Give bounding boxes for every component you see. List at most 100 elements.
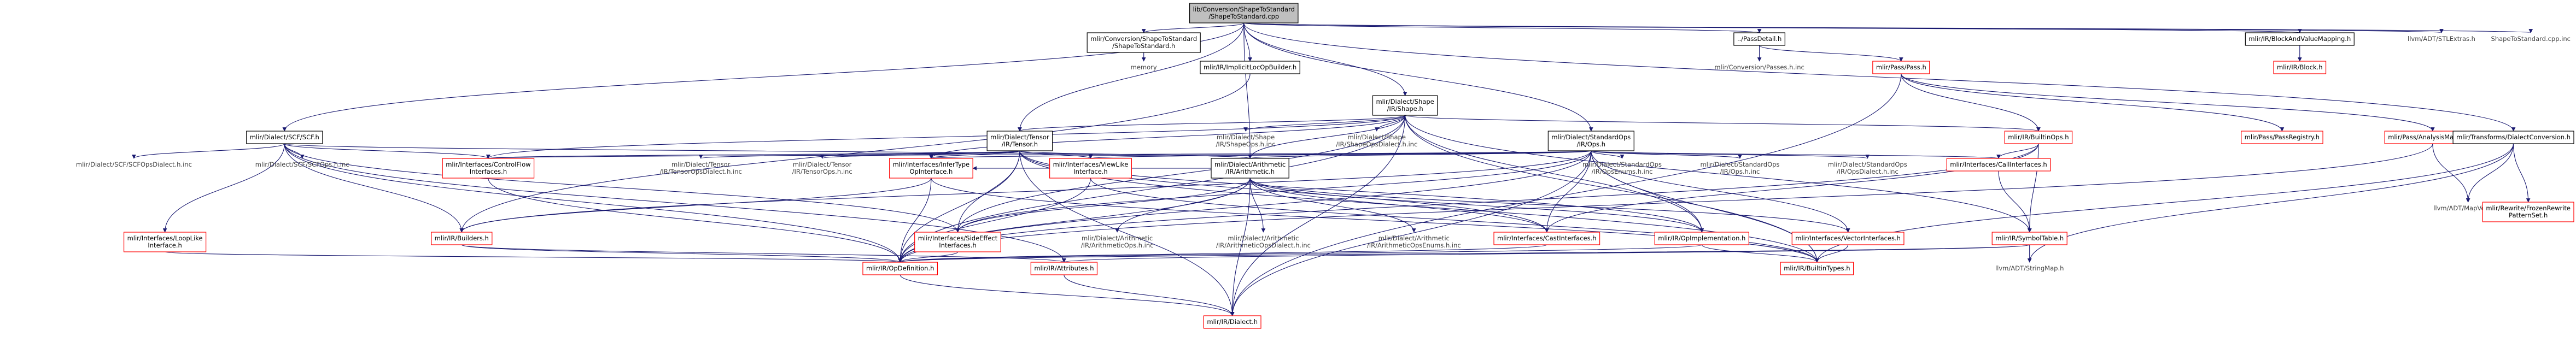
node-builtinops[interactable]: mlir/IR/BuiltinOps.h	[2004, 131, 2073, 144]
node-label-line: mlir/Dialect/StandardOps	[1700, 161, 1779, 168]
node-label-line: mlir/IR/BlockAndValueMapping.h	[2248, 35, 2351, 43]
edge-root-to-stdops	[1243, 22, 1593, 132]
edge-shape-to-controlflow	[486, 115, 1406, 159]
node-box	[914, 232, 1001, 252]
node-stdopsinc: mlir/Dialect/StandardOps/IR/Ops.h.inc	[1700, 161, 1779, 175]
node-box	[442, 158, 535, 179]
node-root[interactable]: lib/Conversion/ShapeToStandard/ShapeToSt…	[1189, 3, 1299, 23]
node-blockvalue[interactable]: mlir/IR/BlockAndValueMapping.h	[2245, 32, 2355, 46]
edge-shape-to-symboltable	[1405, 115, 2032, 233]
edge-tensor-to-controlflow	[487, 150, 1020, 159]
node-label-line: mlir/Interfaces/InferType	[893, 161, 970, 168]
node-label-line: memory	[1131, 63, 1157, 71]
edge-scf-to-looplike	[162, 143, 285, 233]
node-implicitloc[interactable]: mlir/IR/ImplicitLocOpBuilder.h	[1200, 61, 1300, 74]
node-pass[interactable]: mlir/Pass/Pass.h	[1872, 61, 1930, 74]
edge-builders-to-opdefinition	[461, 244, 902, 263]
node-label-line: mlir/IR/Dialect.h	[1207, 318, 1258, 326]
node-arithopsenums: mlir/Dialect/Arithmetic/IR/ArithmeticOps…	[1367, 234, 1461, 249]
node-callinterfaces[interactable]: mlir/Interfaces/CallInterfaces.h	[1946, 158, 2051, 172]
node-label-line: mlir/Interfaces/SideEffect	[918, 234, 998, 242]
node-passdetail[interactable]: ../PassDetail.h	[1733, 32, 1785, 46]
node-shape[interactable]: mlir/Dialect/Shape/IR/Shape.h	[1372, 95, 1438, 116]
node-scfops: mlir/Dialect/SCF/SCFOps.h.inc	[255, 161, 349, 168]
node-box	[246, 131, 323, 144]
node-label-line: mlir/Dialect/Arithmetic	[1214, 161, 1286, 168]
node-stdopsenums: mlir/Dialect/StandardOps/IR/OpsEnums.h.i…	[1582, 161, 1662, 175]
node-builtintypes[interactable]: mlir/IR/BuiltinTypes.h	[1780, 262, 1854, 275]
edge-shape-to-builtinops	[1405, 115, 2041, 132]
node-opdefinition[interactable]: mlir/IR/OpDefinition.h	[862, 262, 938, 275]
node-label-line: llvm/ADT/StringMap.h	[1995, 264, 2064, 272]
edge-controlflow-to-opdefinition	[488, 178, 902, 263]
node-dialect[interactable]: mlir/IR/Dialect.h	[1203, 315, 1261, 329]
node-castinterfaces[interactable]: mlir/Interfaces/CastInterfaces.h	[1493, 232, 1600, 245]
edge-vectorinterfaces-to-builtintypes	[1815, 244, 1849, 263]
edge-dialectconv-to-mapvector	[2466, 143, 2514, 203]
edge-shape-to-sideeffect	[955, 115, 1406, 233]
edge-stdops-to-castinterfaces	[1544, 150, 1592, 233]
edge-root-to-stdcppinc	[1243, 22, 2532, 33]
node-label-line: /ShapeToStandard.cpp	[1208, 13, 1279, 20]
node-stdops[interactable]: mlir/Dialect/StandardOps/IR/Ops.h	[1547, 131, 1634, 151]
node-stdopsdialect: mlir/Dialect/StandardOps/IR/OpsDialect.h…	[1828, 161, 1907, 175]
node-label-line: ../PassDetail.h	[1737, 35, 1781, 43]
node-label-line: mlir/Interfaces/VectorInterfaces.h	[1795, 234, 1901, 242]
node-symboltable[interactable]: mlir/IR/SymbolTable.h	[1991, 232, 2067, 245]
edge-stdops-to-stdopsenums	[1591, 150, 1625, 159]
edge-infertype-to-builtintypes	[931, 178, 1819, 263]
node-scf[interactable]: mlir/Dialect/SCF/SCF.h	[246, 131, 323, 144]
node-opimpl[interactable]: mlir/IR/OpImplementation.h	[1654, 232, 1749, 245]
node-dialectconv[interactable]: mlir/Transforms/DialectConversion.h	[2452, 131, 2574, 144]
edge-dialectconv-to-builtintypes	[1815, 143, 2514, 263]
node-label-line: mlir/Interfaces/ViewLike	[1053, 161, 1129, 168]
edge-tensor-to-arith	[1019, 150, 1252, 159]
node-box	[1030, 262, 1098, 275]
node-arith[interactable]: mlir/Dialect/Arithmetic/IR/Arithmetic.h	[1211, 158, 1289, 179]
edge-dialectconv-to-stringmap	[2027, 143, 2514, 263]
node-stdconv[interactable]: mlir/Conversion/ShapeToStandard/ShapeToS…	[1087, 32, 1201, 53]
edge-root-to-arith	[1243, 22, 1252, 159]
node-label-line: lib/Conversion/ShapeToStandard	[1193, 5, 1295, 13]
node-tensor[interactable]: mlir/Dialect/Tensor/IR/Tensor.h	[986, 131, 1053, 151]
edge-arith-to-arithopsdialect	[1249, 178, 1266, 233]
edge-implicitloc-to-builders	[459, 73, 1251, 233]
node-label-line: /IR/ArithmeticOpsEnums.h.inc	[1367, 241, 1461, 249]
edge-arith-to-arithopsenums	[1249, 178, 1416, 233]
node-label-line: mlir/Pass/PassRegistry.h	[2245, 133, 2320, 141]
node-box	[1200, 61, 1300, 74]
node-label-line: mlir/Dialect/StandardOps	[1828, 161, 1907, 168]
edge-infertype-to-builders	[459, 178, 932, 233]
edge-scf-to-scfopsdialect	[132, 143, 285, 159]
edge-stdops-to-viewlike	[1089, 150, 1592, 159]
edge-stdops-to-callinterfaces	[1591, 150, 2001, 159]
edge-root-to-dialectconv	[1243, 22, 2516, 132]
node-builders[interactable]: mlir/IR/Builders.h	[431, 232, 493, 245]
node-label-line: mlir/Dialect/Shape	[1348, 133, 1406, 141]
edge-symboltable-to-attributes	[1062, 244, 2030, 263]
node-vectorinterfaces[interactable]: mlir/Interfaces/VectorInterfaces.h	[1791, 232, 1905, 245]
node-box	[1547, 131, 1634, 151]
node-label-line: mlir/Dialect/Tensor	[793, 161, 852, 168]
node-label-line: PatternSet.h	[2509, 211, 2548, 219]
node-tensoropsinc: mlir/Dialect/Tensor/IR/TensorOps.h.inc	[792, 161, 852, 175]
node-label-line: /IR/TensorOps.h.inc	[792, 168, 852, 175]
edge-stdops-to-stdopsdialect	[1591, 150, 1870, 159]
node-attributes[interactable]: mlir/IR/Attributes.h	[1030, 262, 1098, 275]
edge-tensor-to-opdefinition	[898, 150, 1020, 263]
edge-pass-to-passregistry	[1901, 73, 2285, 132]
node-irblock[interactable]: mlir/IR/Block.h	[2273, 61, 2327, 74]
node-label-line: /IR/Tensor.h	[1002, 140, 1038, 148]
node-passregistry[interactable]: mlir/Pass/PassRegistry.h	[2241, 131, 2323, 144]
node-arithopsdialect: mlir/Dialect/Arithmetic/IR/ArithmeticOps…	[1216, 234, 1311, 249]
edge-infertype-to-opdefinition	[898, 178, 932, 263]
node-label-line: mlir/Dialect/Arithmetic	[1082, 234, 1153, 242]
node-box	[2004, 131, 2073, 144]
edge-opimpl-to-opdefinition	[898, 244, 1702, 263]
